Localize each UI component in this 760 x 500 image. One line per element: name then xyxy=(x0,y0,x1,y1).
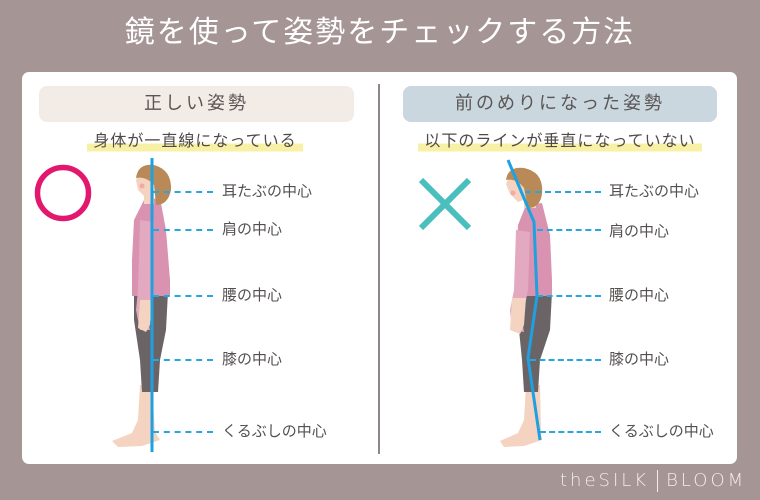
page-title: 鏡を使って姿勢をチェックする方法 xyxy=(124,15,636,50)
guide-ankle-left xyxy=(153,431,213,433)
circle-icon xyxy=(34,164,92,222)
brand-left: theSILK xyxy=(560,470,650,491)
cross-icon xyxy=(418,177,472,231)
label-earlobe-center: 耳たぶの中心 xyxy=(222,182,313,200)
label-shoulder-center: 肩の中心 xyxy=(609,222,670,240)
bad-posture-heading: 前のめりになった姿勢 xyxy=(403,86,717,122)
guide-knee-left xyxy=(153,359,213,361)
label-shoulder-center: 肩の中心 xyxy=(222,220,283,238)
guide-shoulder-left xyxy=(153,229,213,231)
label-knee-center: 膝の中心 xyxy=(609,350,670,368)
guide-earlobe-left xyxy=(153,191,213,193)
panel-divider xyxy=(378,84,380,454)
label-waist-center: 腰の中心 xyxy=(222,286,283,304)
guide-ankle-right xyxy=(540,431,601,433)
label-earlobe-center: 耳たぶの中心 xyxy=(609,182,700,200)
good-subtitle-text: 身体が一直線になっている xyxy=(87,128,303,154)
guide-shoulder-right xyxy=(537,229,601,231)
bad-subtitle-text: 以下のラインが垂直になっていない xyxy=(418,128,702,154)
guide-knee-right xyxy=(530,359,601,361)
guide-waist-left xyxy=(153,295,213,297)
good-posture-heading: 正しい姿勢 xyxy=(39,86,354,122)
brand-right: BLOOM xyxy=(666,470,747,491)
good-posture-subtitle: 身体が一直線になっている xyxy=(60,128,330,154)
good-posture-figure xyxy=(112,158,172,452)
bad-posture-figure xyxy=(500,159,552,447)
label-ankle-center: くるぶしの中心 xyxy=(609,422,714,440)
guide-waist-right xyxy=(537,295,601,297)
bad-posture-subtitle: 以下のラインが垂直になっていない xyxy=(410,128,710,154)
guide-earlobe-right xyxy=(525,191,601,193)
label-waist-center: 腰の中心 xyxy=(609,286,670,304)
brand-separator xyxy=(657,470,659,492)
label-knee-center: 膝の中心 xyxy=(222,350,283,368)
brand-logo: theSILK BLOOM xyxy=(560,470,746,492)
label-ankle-center: くるぶしの中心 xyxy=(222,422,327,440)
